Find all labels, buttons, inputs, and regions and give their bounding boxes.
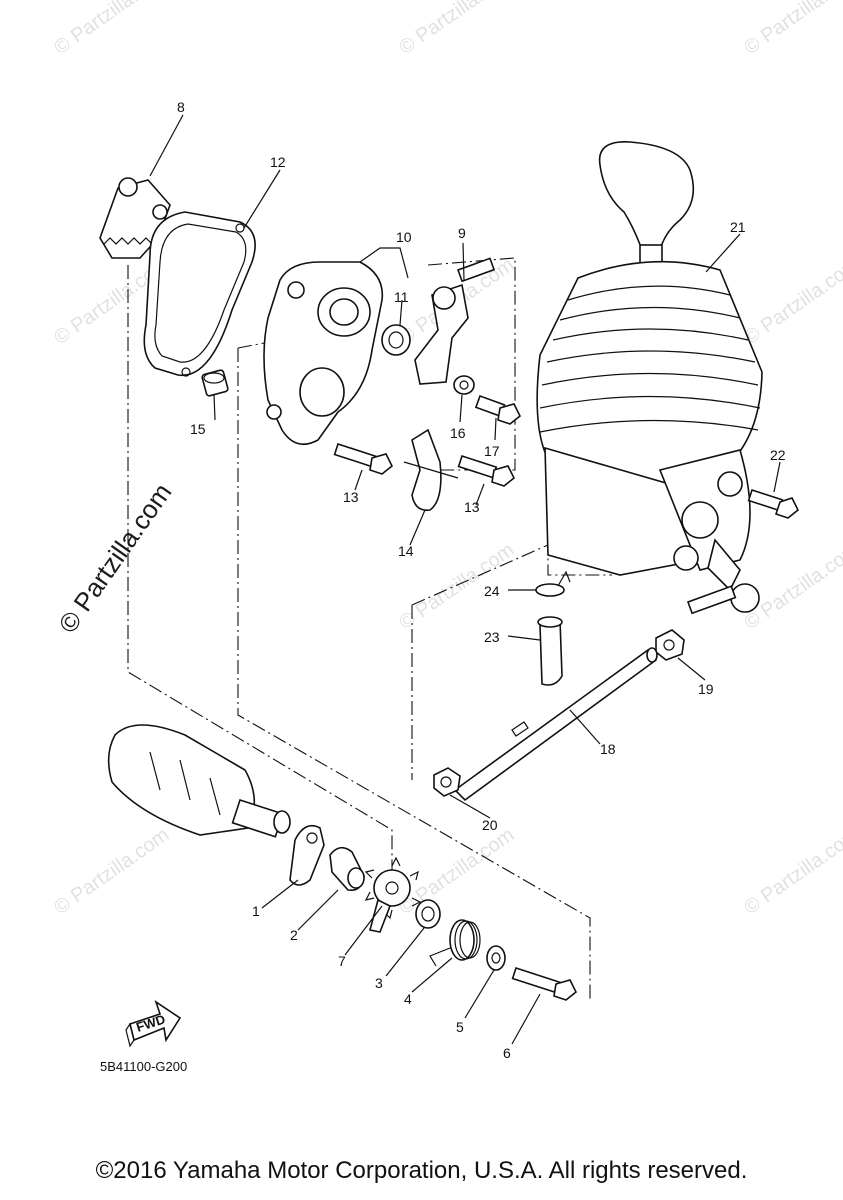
callout-19: 19 <box>698 681 714 697</box>
callout-9: 9 <box>458 225 466 241</box>
callout-8: 8 <box>177 99 185 115</box>
washer-part <box>486 945 506 971</box>
leader-lines <box>149 114 781 1045</box>
shift-rod-part <box>453 647 658 802</box>
copyright-notice: ©2016 Yamaha Motor Corporation, U.S.A. A… <box>95 1157 748 1184</box>
watermark-tile: © Partzilla.com <box>740 254 843 349</box>
callout-21: 21 <box>730 219 746 235</box>
callout-13: 13 <box>343 489 359 505</box>
callout-7: 7 <box>338 953 346 969</box>
bolt-part <box>333 442 394 475</box>
callout-22: 22 <box>770 447 786 463</box>
watermark-main: © Partzilla.com <box>52 478 177 639</box>
bolt-part <box>747 488 800 519</box>
watermark-tile: © Partzilla.com <box>740 539 843 634</box>
shift-lever-assembly-part <box>536 141 763 615</box>
bolt-part <box>474 394 522 425</box>
nut-part <box>433 767 461 797</box>
washer-part <box>415 899 441 929</box>
callout-12: 12 <box>270 154 286 170</box>
callout-24: 24 <box>484 583 500 599</box>
callout-4: 4 <box>404 991 412 1007</box>
washer-part <box>453 375 475 395</box>
stopper-plate-part <box>289 824 325 886</box>
callout-1: 1 <box>252 903 260 919</box>
callout-3: 3 <box>375 975 383 991</box>
sleeve-part <box>537 616 563 686</box>
watermark-tile: © Partzilla.com <box>395 539 518 634</box>
nut-part <box>655 629 685 661</box>
callout-15: 15 <box>190 421 206 437</box>
callout-20: 20 <box>482 817 498 833</box>
callout-5: 5 <box>456 1019 464 1035</box>
star-segment-part <box>364 856 422 933</box>
clip-part <box>403 428 459 512</box>
bracket-bolt-part <box>414 257 496 385</box>
watermark-tile: © Partzilla.com <box>740 824 843 919</box>
callout-18: 18 <box>600 741 616 757</box>
watermark-tile: © Partzilla.com <box>395 0 518 59</box>
callout-23: 23 <box>484 629 500 645</box>
callout-14: 14 <box>398 543 414 559</box>
dowel-pin-part <box>201 369 229 397</box>
watermark-tile: © Partzilla.com <box>50 0 173 59</box>
diagram-code: 5B41100-G200 <box>100 1059 187 1074</box>
callout-labels: 8 12 10 11 9 21 15 16 17 13 13 14 22 24 … <box>177 99 786 1061</box>
callout-13: 13 <box>464 499 480 515</box>
callout-10: 10 <box>396 229 412 245</box>
watermark-tile: © Partzilla.com <box>740 0 843 59</box>
bolt-part <box>511 966 578 1001</box>
collar-part <box>329 846 365 892</box>
callout-2: 2 <box>290 927 298 943</box>
callout-16: 16 <box>450 425 466 441</box>
callout-17: 17 <box>484 443 500 459</box>
shift-drum-part <box>107 724 291 838</box>
gasket-part <box>143 211 256 377</box>
spring-part <box>429 919 481 967</box>
shift-cover-part <box>263 261 384 446</box>
callout-6: 6 <box>503 1045 511 1061</box>
bolt-part <box>457 454 516 487</box>
callout-11: 11 <box>394 289 409 305</box>
washer-pin-part <box>535 570 571 597</box>
forward-arrow-icon: FWD <box>125 1000 182 1048</box>
watermark-tile: © Partzilla.com <box>50 824 173 919</box>
oil-seal-part <box>381 324 411 356</box>
